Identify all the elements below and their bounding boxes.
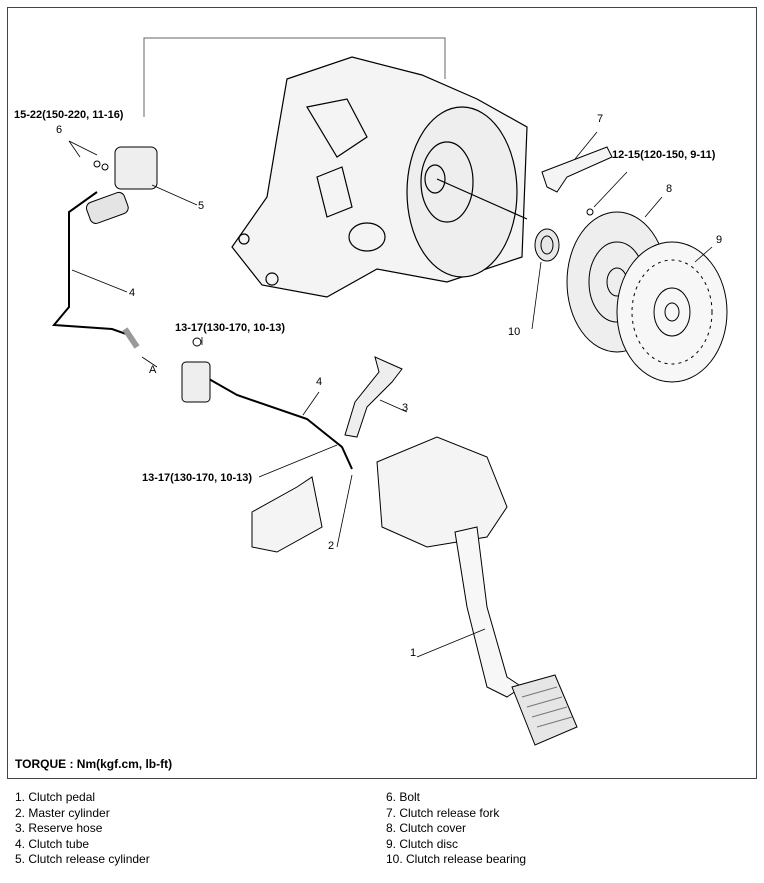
clutch-tube-upper bbox=[51, 191, 130, 336]
legend-item: 7. Clutch release fork bbox=[386, 805, 500, 820]
pedal-arm bbox=[454, 526, 523, 698]
diagram-frame bbox=[7, 7, 757, 779]
reserve-hose bbox=[344, 356, 403, 438]
torque-label-master-nut: 13-17(130-170, 10-13) bbox=[142, 472, 253, 484]
callout-3: 3 bbox=[402, 402, 409, 414]
callout-1: 1 bbox=[410, 647, 417, 659]
callout-9: 9 bbox=[716, 234, 723, 246]
tube-bracket bbox=[181, 361, 211, 403]
legend-item: 6. Bolt bbox=[386, 790, 421, 804]
leader-lines bbox=[68, 131, 713, 658]
clutch-diagram bbox=[51, 37, 728, 746]
legend-item: 1. Clutch pedal bbox=[15, 790, 96, 804]
transaxle bbox=[231, 56, 528, 298]
pedal-bracket bbox=[376, 436, 508, 548]
legend-right: 6. Bolt 7. Clutch release fork 8. Clutch… bbox=[386, 790, 526, 868]
clutch-tube-lower bbox=[201, 374, 353, 470]
callout-10: 10 bbox=[508, 326, 521, 338]
torque-label-bracket: 13-17(130-170, 10-13) bbox=[175, 322, 286, 334]
view-a-label: A bbox=[149, 364, 157, 376]
legend-item: 4. Clutch tube bbox=[15, 836, 90, 851]
reference-bracket bbox=[143, 37, 446, 117]
callout-2: 2 bbox=[328, 540, 335, 552]
torque-label-fork-bolt: 12-15(120-150, 9-11) bbox=[612, 149, 716, 161]
legend-item: 8. Clutch cover bbox=[386, 821, 467, 835]
torque-unit-note: TORQUE : Nm(kgf.cm, lb-ft) bbox=[15, 757, 173, 771]
legend-left: 1. Clutch pedal 2. Master cylinder 3. Re… bbox=[15, 790, 150, 868]
legend-item: 9. Clutch disc bbox=[386, 836, 459, 851]
legend-item: 5. Clutch release cylinder bbox=[15, 852, 150, 866]
fork-bolt bbox=[586, 208, 594, 216]
pedal-pad bbox=[511, 674, 578, 746]
callout-8: 8 bbox=[666, 183, 673, 195]
master-cylinder-bracket bbox=[251, 476, 323, 553]
callout-4-upper: 4 bbox=[129, 287, 136, 299]
legend-item: 3. Reserve hose bbox=[15, 821, 103, 835]
callout-6: 6 bbox=[56, 124, 63, 136]
release-bearing bbox=[534, 228, 560, 262]
legend-item: 10. Clutch release bearing bbox=[386, 852, 527, 866]
callout-4-lower: 4 bbox=[316, 376, 323, 388]
callout-5: 5 bbox=[198, 200, 205, 212]
callout-7: 7 bbox=[597, 113, 604, 125]
release-fork bbox=[541, 146, 613, 193]
torque-label-slave-bolt: 15-22(150-220, 11-16) bbox=[14, 109, 124, 121]
release-cylinder-shape bbox=[85, 146, 158, 224]
clutch-disc bbox=[616, 241, 728, 383]
legend-item: 2. Master cylinder bbox=[15, 805, 110, 820]
